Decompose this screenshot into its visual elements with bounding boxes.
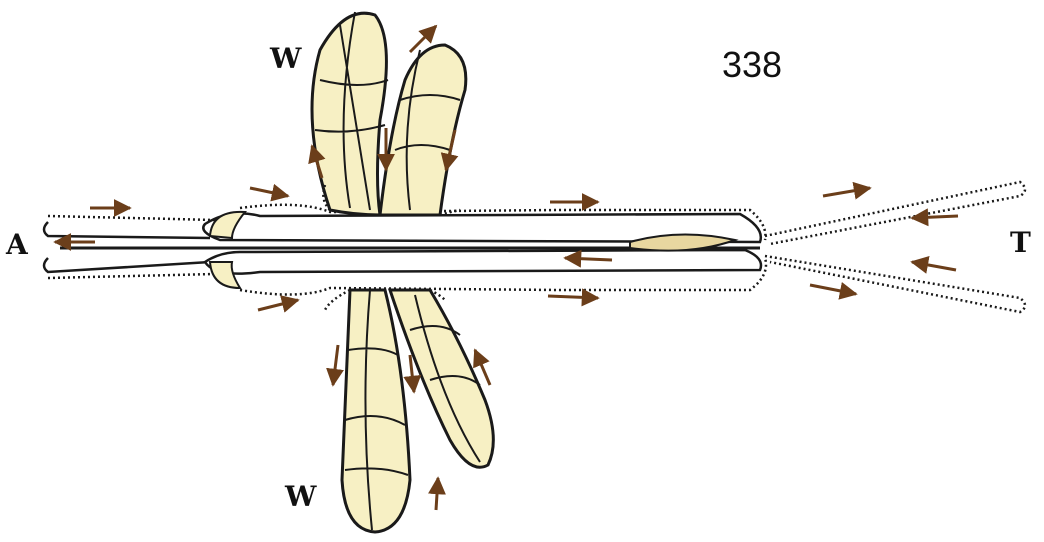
arrow-down-icon: [410, 355, 414, 392]
arrow-left-icon: [565, 258, 612, 260]
arrow-right-icon: [548, 296, 598, 298]
label-right-end: T: [1010, 226, 1031, 259]
arrow-down-icon: [333, 345, 338, 385]
label-lower-wing: W: [285, 480, 316, 513]
arrow-right-icon: [810, 285, 856, 294]
upper-wing-left: [312, 12, 388, 215]
figure-number: 338: [722, 44, 782, 86]
upper-wing-right: [380, 45, 466, 215]
lower-wing-left: [342, 290, 410, 532]
arrow-right-icon: [250, 188, 288, 196]
arrow-right-icon: [823, 188, 870, 196]
arrow-up-icon: [436, 478, 438, 510]
label-left-end: A: [6, 228, 28, 261]
arrow-left-icon: [912, 216, 958, 218]
arrow-right-icon: [258, 300, 298, 310]
arrow-left-icon: [912, 262, 956, 270]
label-upper-wing: W: [270, 42, 301, 75]
